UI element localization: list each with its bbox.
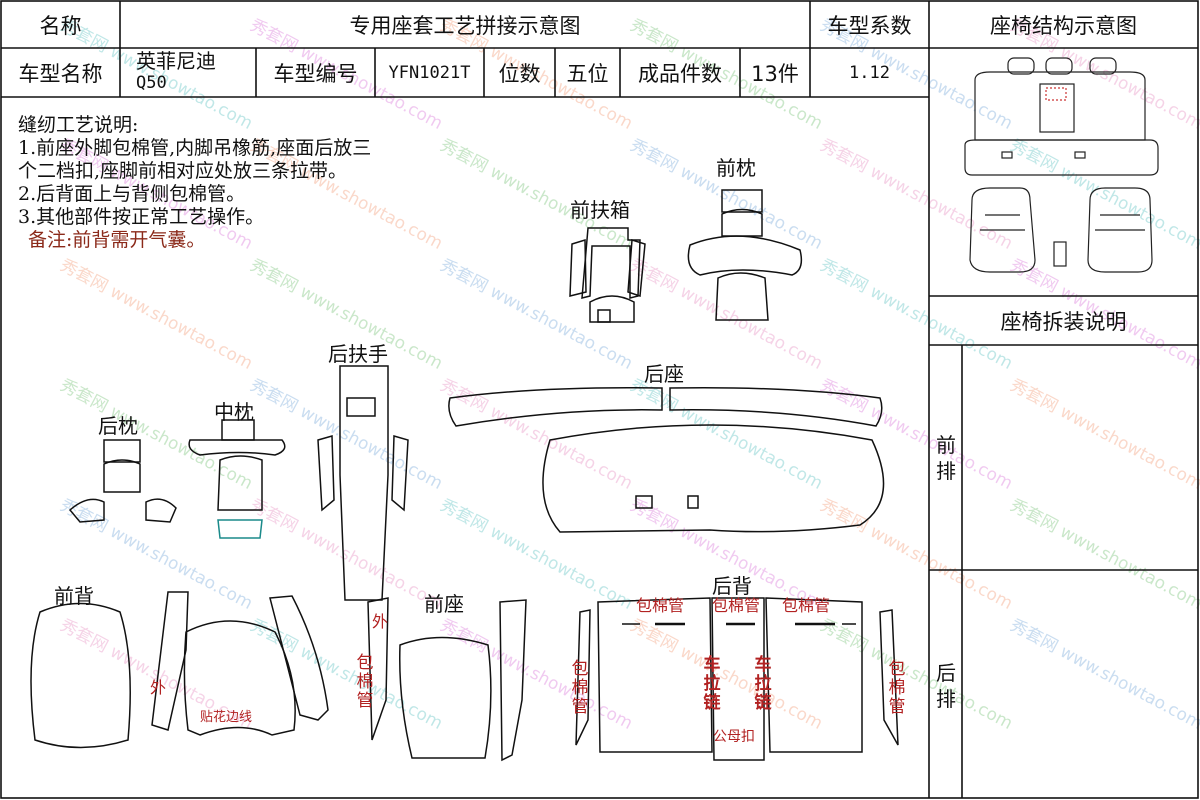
coef-label: 车型系数	[827, 13, 912, 38]
annotation-foam-tube-1: 包棉管	[636, 596, 685, 615]
annotation-foam-tube-front-seat: 包棉管	[356, 653, 374, 711]
annotation-foam-tube-3: 包棉管	[782, 596, 831, 615]
pattern-pieces	[30, 189, 899, 762]
coef-value: 1.12	[849, 62, 890, 83]
code-value: YFN1021T	[388, 62, 471, 83]
label-middle-headrest: 中枕	[214, 400, 254, 424]
annotation-foam-tube-right: 包棉管	[888, 659, 906, 717]
code-label: 车型编号	[273, 61, 358, 86]
name-label: 名称	[39, 13, 82, 38]
annotation-applique: 贴花边线	[200, 710, 253, 725]
seats-label: 位数	[498, 61, 541, 86]
label-front-headrest: 前枕	[716, 156, 756, 180]
label-rear-headrest: 后枕	[98, 414, 138, 438]
notes-line-2: 2.后背面上与背侧包棉管。	[18, 183, 246, 205]
seat-structure-sketch	[964, 57, 1159, 273]
annotation-foam-tube-2: 包棉管	[712, 596, 761, 615]
label-rear-seat: 后座	[644, 362, 684, 386]
label-front-armrest: 前扶箱	[570, 198, 630, 222]
notes-remark: 备注:前背需开气囊。	[28, 229, 206, 251]
structure-title: 座椅结构示意图	[990, 13, 1137, 38]
label-front-seat: 前座	[424, 592, 464, 616]
model-value: 英菲尼迪 Q50	[136, 49, 216, 93]
annotation-zipper-mother: 公母扣	[713, 729, 755, 745]
notes-line-1b: 个二档扣,座脚前相对应处放三条拉带。	[18, 160, 348, 182]
page-title: 专用座套工艺拼接示意图	[349, 13, 581, 38]
label-front-back: 前背	[54, 584, 94, 608]
label-rear-armrest: 后扶手	[328, 342, 388, 366]
rear-row-label: 后排	[936, 661, 956, 711]
disassembly-title: 座椅拆装说明	[1000, 309, 1127, 334]
model-label: 车型名称	[18, 61, 103, 86]
seats-value: 五位	[566, 61, 609, 86]
pieces-label: 成品件数	[638, 61, 722, 86]
pieces-value: 13件	[751, 61, 799, 86]
notes-line-3: 3.其他部件按正常工艺操作。	[18, 206, 265, 228]
annotation-zipper-right: 车拉链	[754, 655, 772, 713]
front-row-label: 前排	[936, 433, 956, 483]
notes-heading: 缝纫工艺说明:	[18, 114, 139, 136]
annotation-outer: 外	[150, 678, 167, 697]
annotation-zipper-left: 车拉链	[703, 655, 721, 713]
sewing-notes: 缝纫工艺说明: 1.前座外脚包棉管,内脚吊橡筋,座面后放三 个二档扣,座脚前相对…	[18, 114, 371, 252]
notes-line-1a: 1.前座外脚包棉管,内脚吊橡筋,座面后放三	[18, 137, 372, 159]
annotation-outer-2: 外	[372, 612, 389, 631]
label-rear-back: 后背	[712, 574, 752, 598]
annotation-foam-tube-left: 包棉管	[571, 659, 589, 717]
